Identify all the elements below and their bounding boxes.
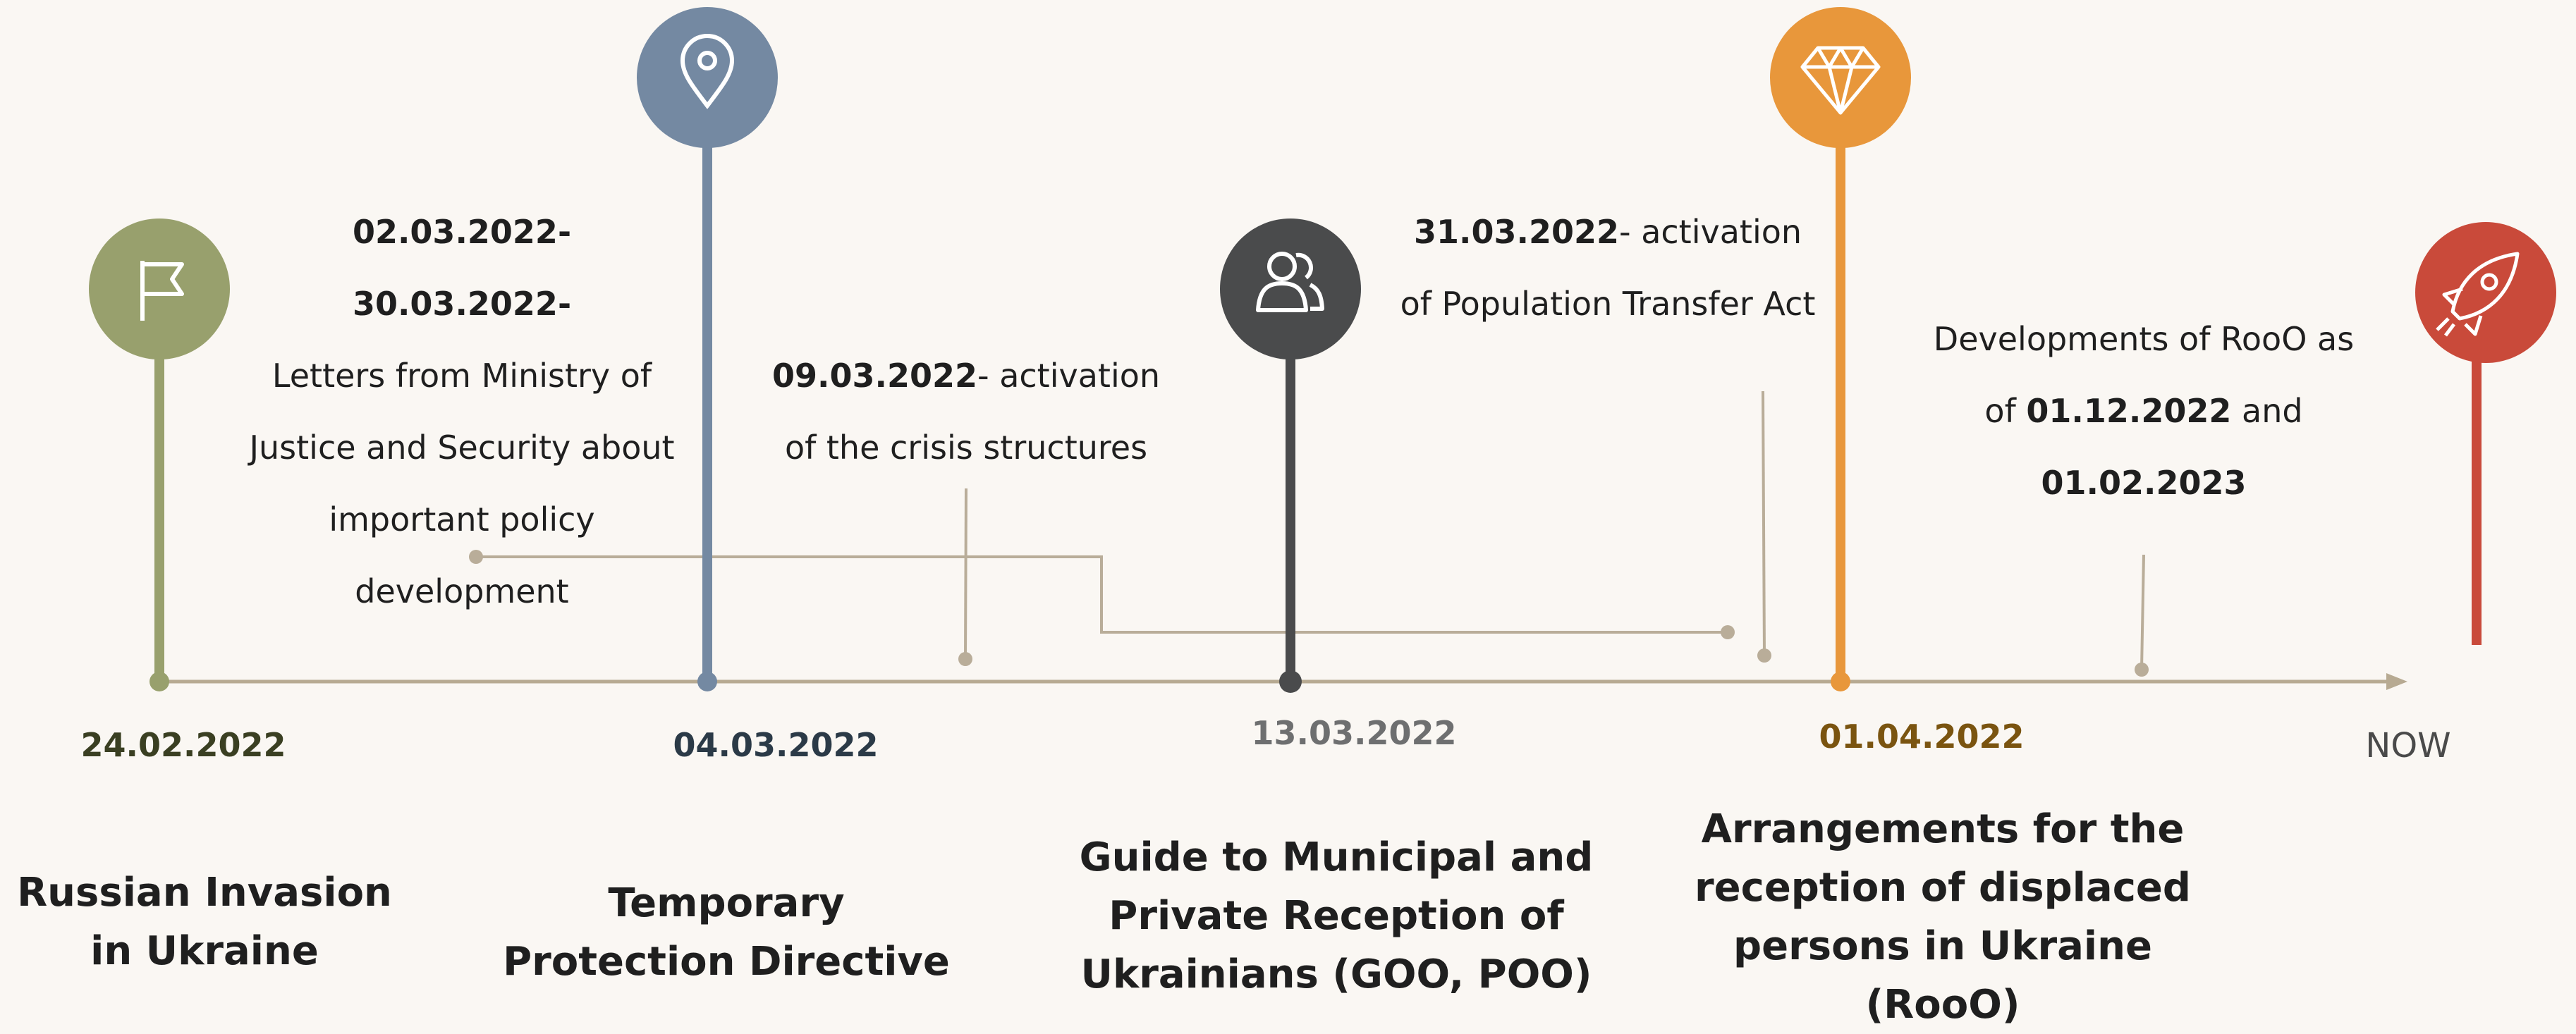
note-rooo-developments: Developments of RooO as of 01.12.2022 an… (1918, 303, 2369, 519)
date-now: NOW (2365, 726, 2451, 765)
event-circle (637, 7, 778, 148)
event-directive-marker (637, 7, 778, 691)
date-directive: 04.03.2022 (673, 726, 879, 764)
event-now-marker (2415, 222, 2556, 645)
title-rooo: Arrangements for the reception of displa… (1695, 806, 2191, 1028)
event-circle (89, 219, 230, 359)
event-guide-marker (1220, 219, 1361, 693)
connector-dot (1757, 648, 1771, 663)
connector-dot (958, 652, 972, 666)
note-letters: 02.03.2022- 30.03.2022- Letters from Min… (240, 196, 684, 627)
note-letters-date: 02.03.2022- 30.03.2022- (352, 213, 572, 323)
connector-letters (476, 555, 1728, 634)
connector-dot (469, 550, 483, 564)
event-base-dot (149, 672, 169, 691)
event-circle (1220, 219, 1361, 359)
location-pin-icon (680, 34, 735, 109)
connector-crisis (964, 488, 967, 660)
connector-lines (476, 390, 2145, 670)
event-base-dot (1831, 672, 1850, 691)
date-rooo: 01.04.2022 (1819, 718, 2025, 756)
note-rooo-text-pre: Developments of RooO as of (1933, 320, 2355, 430)
connector-dots (469, 550, 2149, 677)
note-rooo-text-mid: and (2231, 392, 2303, 430)
note-crisis-text: - activation of the crisis structures (784, 357, 1161, 467)
note-rooo-date2: 01.02.2023 (2041, 464, 2247, 502)
connector-rooo (2140, 554, 2145, 670)
connector-dot (2135, 663, 2149, 677)
event-base-dot (1279, 670, 1302, 693)
connector-dot (1721, 625, 1735, 639)
date-guide: 13.03.2022 (1251, 714, 1457, 752)
connector-transfer (1762, 390, 1766, 656)
diamond-icon (1800, 46, 1881, 115)
note-transfer-text: - activation of Population Transfer Act (1400, 213, 1816, 323)
title-invasion: Russian Invasion in Ukraine (17, 870, 392, 974)
note-rooo-date1: 01.12.2022 (2026, 392, 2232, 430)
title-guide: Guide to Municipal and Private Reception… (1079, 835, 1594, 997)
note-crisis: 09.03.2022- activation of the crisis str… (755, 340, 1178, 484)
date-invasion: 24.02.2022 (80, 726, 286, 764)
title-directive: Temporary Protection Directive (503, 880, 950, 985)
note-transfer-date: 31.03.2022 (1413, 213, 1619, 251)
event-invasion-marker (89, 219, 230, 691)
note-transfer: 31.03.2022- activation of Population Tra… (1400, 196, 1816, 340)
event-rooo-marker (1770, 7, 1911, 691)
people-icon (1256, 252, 1324, 312)
flag-icon (140, 261, 184, 321)
note-letters-text: Letters from Ministry of Justice and Sec… (249, 357, 675, 610)
event-circle (1770, 7, 1911, 148)
rocket-icon (2436, 252, 2520, 337)
note-crisis-date: 09.03.2022 (771, 357, 977, 395)
timeline-arrowhead (2386, 673, 2407, 690)
event-base-dot (697, 672, 717, 691)
event-circle (2415, 222, 2556, 363)
